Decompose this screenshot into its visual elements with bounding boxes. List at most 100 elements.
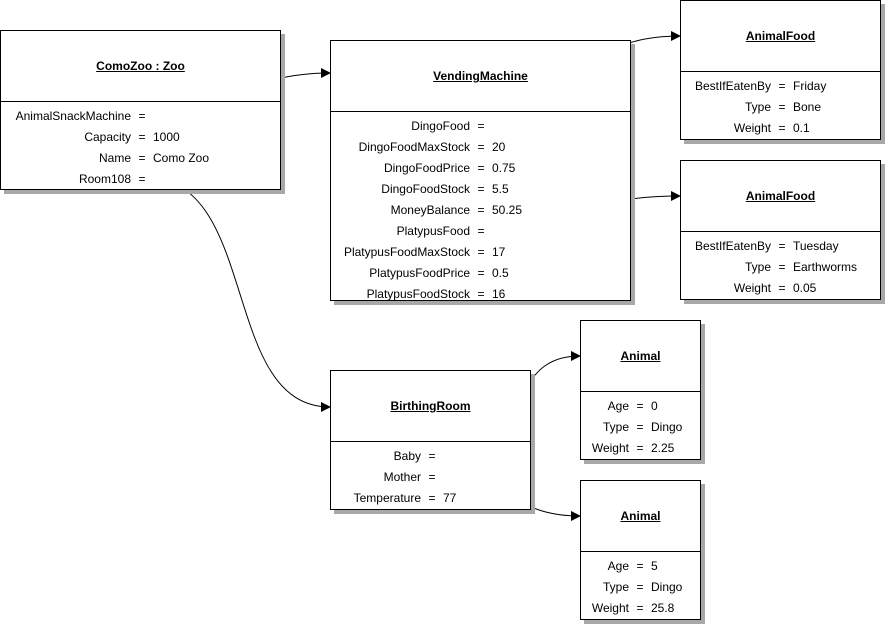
field-value: 2.25 [651, 441, 675, 455]
field-name: Room108 [78, 172, 131, 186]
field-row: MoneyBalance=50.25 [331, 200, 630, 221]
field-name: Weight [733, 121, 771, 135]
equals: = [636, 420, 644, 434]
object-title: Animal [620, 349, 661, 363]
field-value: 0.5 [492, 266, 509, 280]
equals: = [778, 260, 786, 274]
equals: = [778, 100, 786, 114]
field-name: Type [744, 100, 771, 114]
field-value: 0.75 [492, 161, 516, 175]
field-name: AnimalSnackMachine [15, 109, 131, 123]
field-row: Name=Como Zoo [1, 148, 280, 169]
field-row: DingoFoodStock = 5.5 [331, 179, 630, 200]
equals: = [138, 109, 146, 123]
object-animal-baby[interactable]: Animal Age = 0 Type = Dingo Weight = 2.25 [580, 320, 701, 460]
field-value: Dingo [651, 580, 683, 594]
equals: = [428, 470, 436, 484]
object-animal-mother[interactable]: Animal Age=5 Type=Dingo Weight=25.8 [580, 480, 701, 620]
field-name: DingoFoodStock [381, 182, 470, 196]
field-value: 25.8 [651, 601, 675, 615]
field-name: DingoFood [411, 119, 470, 133]
object-birthingroom[interactable]: BirthingRoom Baby= Mother= Temperature=7… [330, 370, 531, 510]
field-value: Friday [793, 79, 827, 93]
equals: = [636, 441, 644, 455]
field-name: PlatypusFoodPrice [369, 266, 470, 280]
field-row: Capacity = 1000 [1, 127, 280, 148]
equals: = [138, 172, 146, 186]
field-name: Weight [733, 281, 771, 295]
field-row: AnimalSnackMachine = [1, 106, 280, 127]
object-vendingmachine[interactable]: VendingMachine DingoFood = DingoFoodMaxSt… [330, 40, 631, 301]
equals: = [778, 121, 786, 135]
field-value: 0 [651, 399, 658, 413]
field-row: DingoFoodPrice = 0.75 [331, 158, 630, 179]
field-name: BestIfEatenBy [694, 239, 771, 253]
field-value: 16 [492, 287, 506, 301]
equals: = [636, 399, 644, 413]
field-row: DingoFoodMaxStock=20 [331, 137, 630, 158]
equals: = [778, 239, 786, 253]
field-row: Mother= [331, 467, 530, 488]
field-value: Dingo [651, 420, 683, 434]
equals: = [477, 287, 485, 301]
field-value: Como Zoo [153, 151, 210, 165]
field-name: MoneyBalance [390, 203, 470, 217]
equals: = [428, 491, 436, 505]
object-title: BirthingRoom [390, 399, 471, 413]
field-name: PlatypusFoodMaxStock [343, 245, 470, 259]
object-comozoo[interactable]: ComoZoo : Zoo AnimalSnackMachine= Capaci… [0, 30, 281, 190]
field-value: 50.25 [492, 203, 523, 217]
field-row: PlatypusFoodPrice = 0.5 [331, 263, 630, 284]
field-value: 77 [443, 491, 457, 505]
object-title: VendingMachine [433, 69, 528, 83]
equals: = [636, 580, 644, 594]
field-name: Baby [393, 449, 421, 463]
field-name: PlatypusFoodStock [366, 287, 470, 301]
field-name: Age [607, 559, 629, 573]
equals: = [636, 601, 644, 615]
field-value: 1000 [153, 130, 180, 144]
equals: = [477, 161, 485, 175]
equals: = [477, 224, 485, 238]
field-value: 5.5 [492, 182, 509, 196]
object-animalfood-tuesday[interactable]: AnimalFood BestIfEatenBy = Tuesday Type = Ea… [680, 160, 881, 300]
field-name: BestIfEatenBy [694, 79, 771, 93]
field-value: 0.05 [793, 281, 817, 295]
field-name: Type [744, 260, 771, 274]
equals: = [778, 79, 786, 93]
object-title: AnimalFood [745, 29, 816, 43]
field-name: PlatypusFood [396, 224, 470, 238]
equals: = [477, 245, 485, 259]
field-row: BestIfEatenBy = Tuesday [681, 236, 880, 257]
field-row: Weight=25.8 [581, 598, 700, 619]
equals: = [477, 140, 485, 154]
field-row: Weight=0.05 [681, 278, 880, 299]
field-row: Weight = 2.25 [581, 438, 700, 459]
field-name: Weight [591, 441, 629, 455]
field-name: Capacity [84, 130, 131, 144]
field-row: Baby= [331, 446, 530, 467]
field-value: Tuesday [793, 239, 839, 253]
field-row: Age=5 [581, 556, 700, 577]
field-row: Type=Bone [681, 97, 880, 118]
object-animalfood-friday[interactable]: AnimalFood BestIfEatenBy=Friday Type=Bon… [680, 0, 881, 140]
equals: = [138, 130, 146, 144]
field-name: Age [607, 399, 629, 413]
field-row: Weight=0.1 [681, 118, 880, 139]
field-row: PlatypusFoodMaxStock=17 [331, 242, 630, 263]
equals: = [477, 182, 485, 196]
field-row: Type = Earthworms [681, 257, 880, 278]
link-zoo-room108 [145, 177, 331, 412]
field-name: DingoFoodMaxStock [358, 140, 470, 154]
equals: = [138, 151, 146, 165]
field-row: Temperature=77 [331, 488, 530, 509]
field-name: DingoFoodPrice [383, 161, 470, 175]
equals: = [636, 559, 644, 573]
field-row: PlatypusFood = [331, 221, 630, 242]
field-row: Age = 0 [581, 396, 700, 417]
equals: = [477, 266, 485, 280]
object-title: AnimalFood [745, 189, 816, 203]
field-value: Earthworms [793, 260, 858, 274]
field-name: Type [602, 420, 629, 434]
field-row: Type=Dingo [581, 577, 700, 598]
